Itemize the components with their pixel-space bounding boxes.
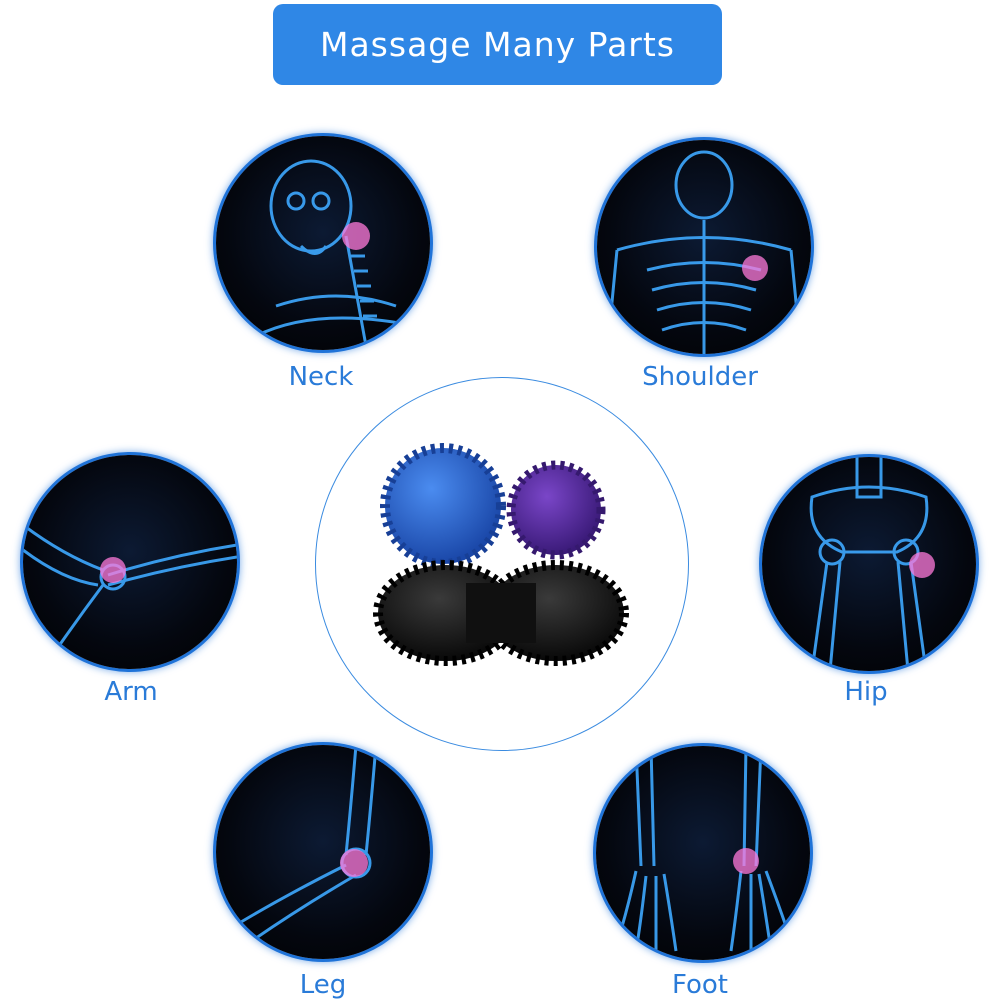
arm-image — [23, 455, 237, 669]
leg-image — [216, 745, 430, 959]
hip-label: Hip — [844, 677, 888, 707]
product-circle — [315, 377, 689, 751]
page-title: Massage Many Parts — [319, 25, 675, 64]
hip-image — [762, 457, 976, 671]
foot-label: Foot — [671, 970, 729, 1000]
title-banner: Massage Many Parts — [273, 4, 722, 85]
neck-label: Neck — [288, 362, 354, 392]
shoulder-label: Shoulder — [642, 362, 758, 392]
blue-ball — [380, 443, 506, 569]
neck-image — [216, 136, 430, 350]
leg-label: Leg — [299, 970, 347, 1000]
purple-ball — [506, 460, 606, 560]
black-peanut-ball — [373, 560, 629, 666]
shoulder-image — [597, 140, 811, 354]
spiky-massage-balls-image — [373, 443, 629, 666]
foot-image — [596, 746, 810, 960]
arm-label: Arm — [104, 677, 158, 707]
